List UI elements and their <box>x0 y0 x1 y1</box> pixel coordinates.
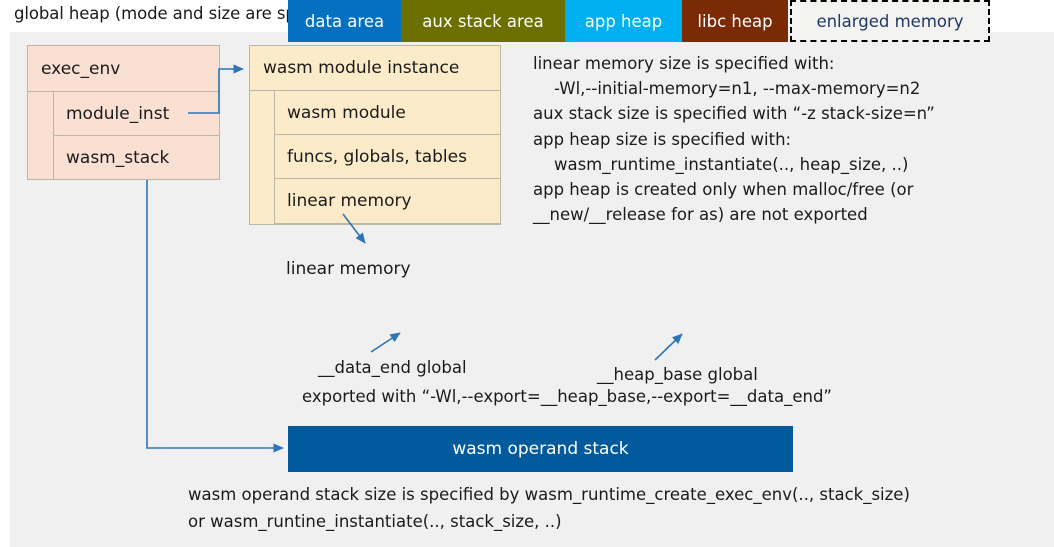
memory-segment-app-heap: app heap <box>565 0 682 42</box>
exec-env-field-wasm-stack: wasm_stack <box>53 135 220 180</box>
operand-stack-caption: wasm operand stack size is specified by … <box>188 485 910 531</box>
module-instance-field-wasm-module: wasm module <box>274 90 501 135</box>
memory-segment-aux-stack-area: aux stack area <box>401 0 565 42</box>
annotation-data-end: __data_end global <box>318 358 467 377</box>
exec-env-field-module-inst: module_inst <box>53 91 220 136</box>
module-instance-header: wasm module instance <box>249 45 501 91</box>
wasm-stack-label: wasm_stack <box>66 147 170 168</box>
module-instance-field-linear-memory: linear memory <box>274 178 501 224</box>
exec-env-header-label: exec_env <box>41 58 121 79</box>
operand-stack-box: wasm operand stack <box>288 426 793 472</box>
annotation-heap-base: __heap_base global <box>597 365 758 384</box>
module-instance-header-label: wasm module instance <box>263 58 460 78</box>
wasm-module-label: wasm module <box>287 102 406 123</box>
notes-block: linear memory size is specified with: -W… <box>533 54 935 225</box>
linear-memory-bar-label: linear memory <box>286 259 411 279</box>
module-instance-field-funcs-globals-tables: funcs, globals, tables <box>274 134 501 179</box>
memory-segment-data-area: data area <box>288 0 401 42</box>
memory-segment-libc-heap: libc heap <box>682 0 788 42</box>
module-inst-label: module_inst <box>66 103 170 124</box>
linear-memory-field-label: linear memory <box>287 191 412 211</box>
annotation-exported: exported with “-Wl,--export=__heap_base,… <box>302 387 832 406</box>
memory-segment-enlarged-memory: enlarged memory <box>790 0 990 42</box>
funcs-globals-tables-label: funcs, globals, tables <box>287 146 467 167</box>
exec-env-header: exec_env <box>27 45 220 92</box>
